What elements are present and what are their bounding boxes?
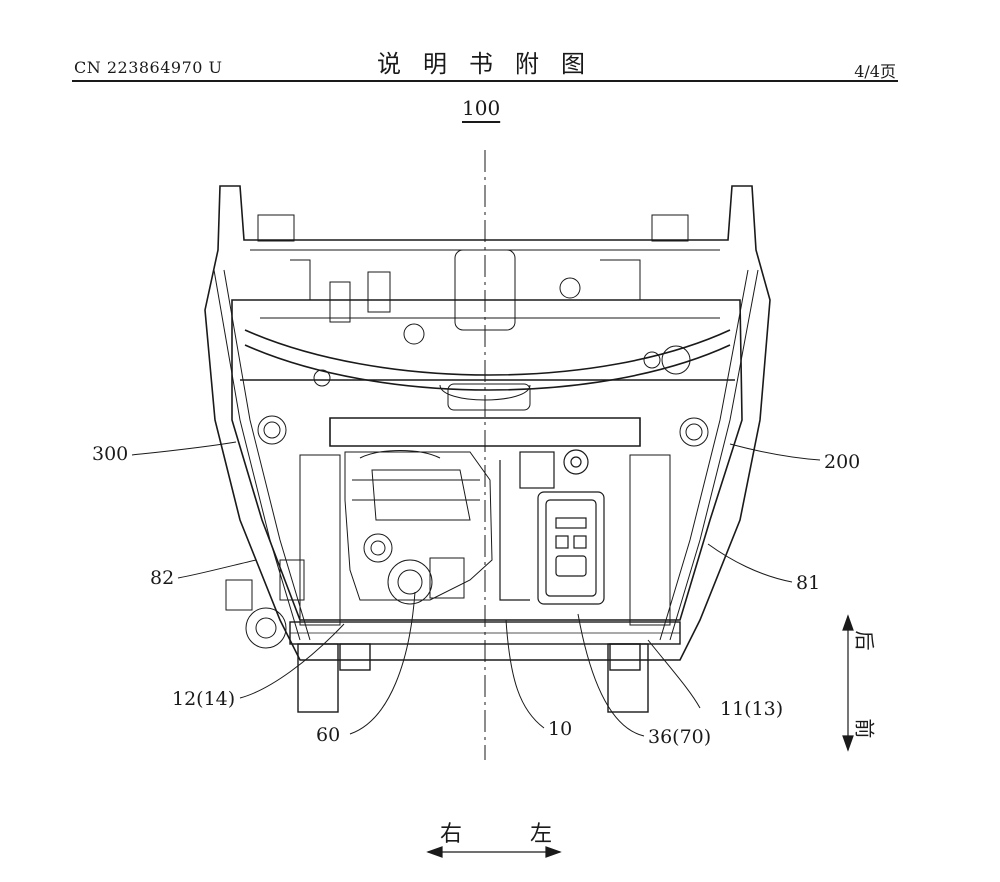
header-rule xyxy=(72,80,898,82)
direction-front: 前 xyxy=(852,718,877,739)
callout-200: 200 xyxy=(824,451,861,473)
callout-11-13: 11(13) xyxy=(720,698,784,720)
callout-12-14: 12(14) xyxy=(172,688,236,710)
callout-60: 60 xyxy=(316,724,341,746)
callout-82: 82 xyxy=(150,567,175,589)
callout-81: 81 xyxy=(796,572,821,594)
direction-left: 左 xyxy=(530,822,553,847)
powertrain-assembly xyxy=(344,450,493,605)
upper-details xyxy=(250,214,720,447)
left-bracket xyxy=(225,559,305,649)
page-number: 4/4页 xyxy=(854,62,896,81)
publication-number: CN 223864970 U xyxy=(74,58,223,77)
frame-outline xyxy=(204,185,771,661)
figure-reference: 100 xyxy=(462,96,501,120)
callout-10: 10 xyxy=(548,718,573,740)
direction-arrows xyxy=(426,614,854,858)
document-header: CN 223864970 U 说明书附图 4/4页 xyxy=(0,0,1000,90)
callout-300: 300 xyxy=(92,443,129,465)
direction-rear: 后 xyxy=(852,630,877,651)
lower-crossmember xyxy=(289,621,681,713)
controller-unit xyxy=(499,449,605,605)
direction-right: 右 xyxy=(440,822,463,847)
document-title: 说明书附图 xyxy=(377,50,607,78)
side-rails xyxy=(213,269,759,641)
leader-lines xyxy=(131,441,821,737)
callout-36-70: 36(70) xyxy=(648,726,712,748)
